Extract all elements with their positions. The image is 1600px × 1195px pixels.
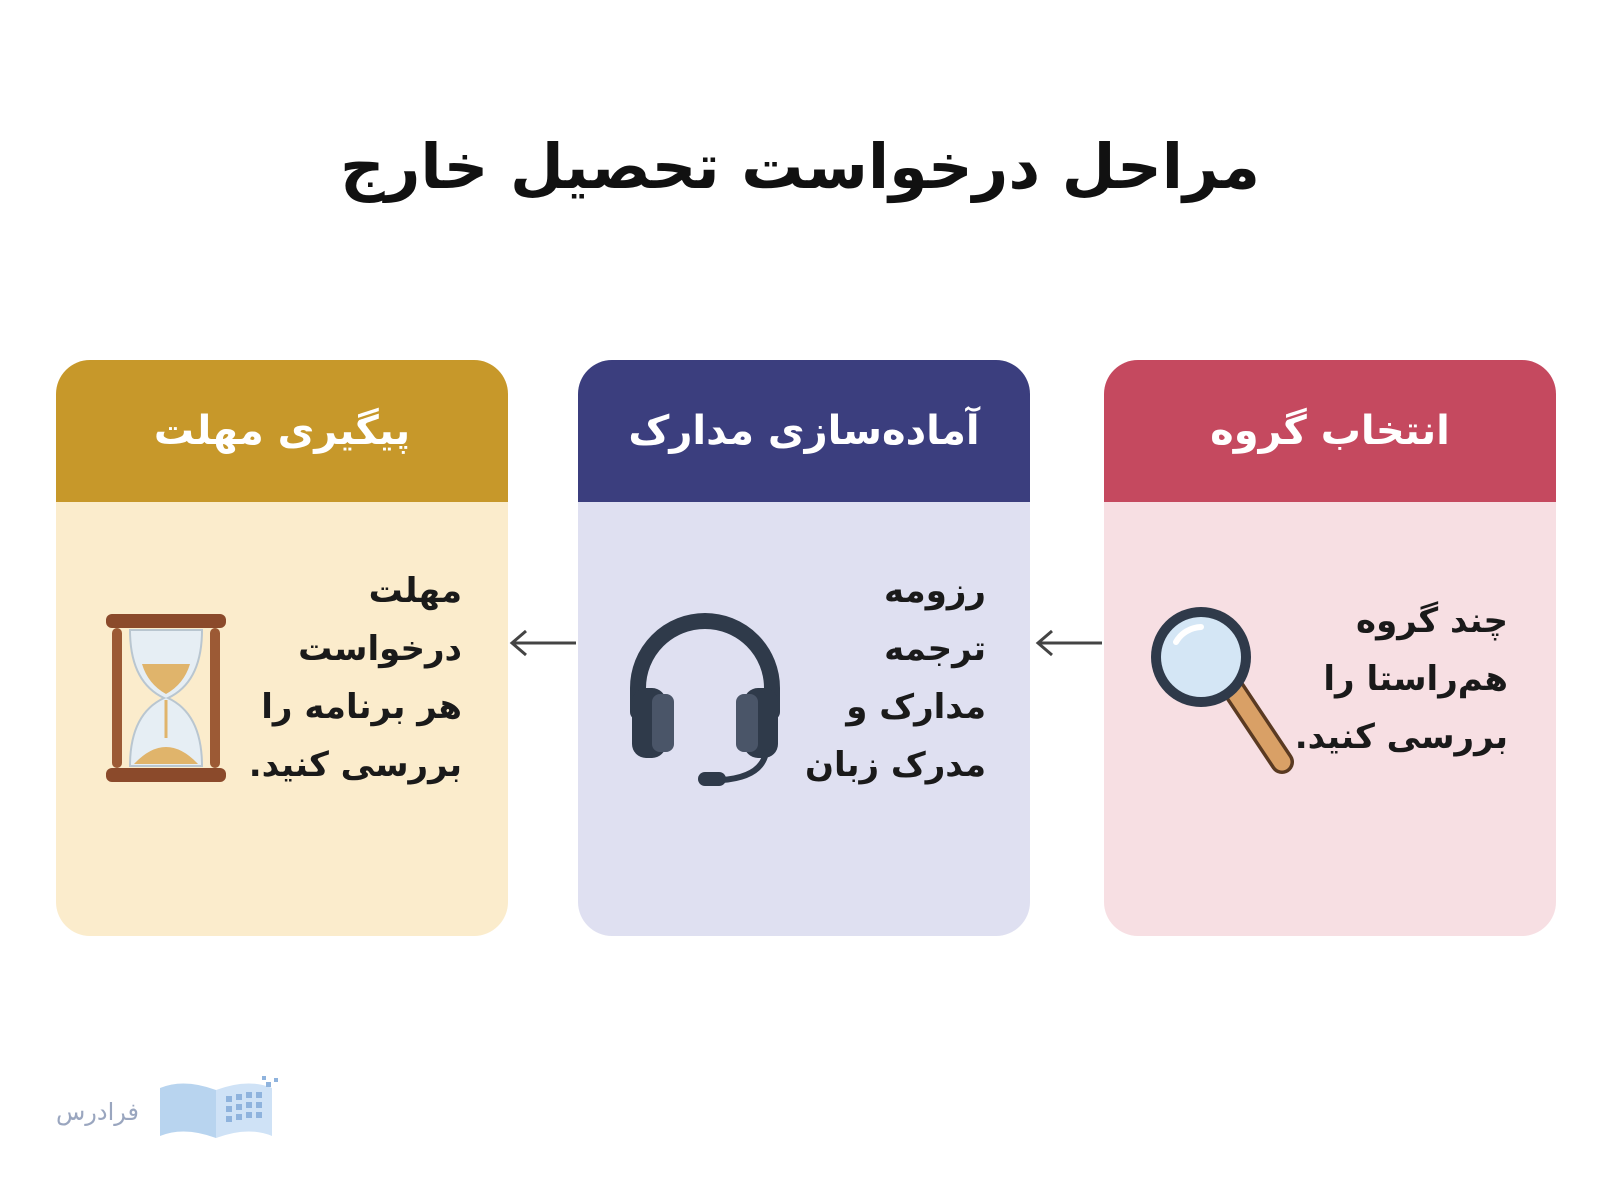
arrow-left-icon: [1035, 629, 1102, 657]
step-heading: پیگیری مهلت: [153, 408, 411, 454]
headset-icon: [630, 613, 780, 786]
arrow-left-icon: [509, 629, 576, 657]
step-text-line: هم‌راستا را: [1323, 659, 1508, 699]
step-text-line: چند گروه: [1356, 601, 1508, 641]
step-heading: انتخاب گروه: [1210, 408, 1450, 454]
step-card-select-group: انتخاب گروه چند گروه هم‌راستا را بررسی ک…: [1104, 360, 1556, 936]
step-text-line: بررسی کنید.: [248, 745, 462, 785]
step-description: مهلت درخواست هر برنامه را بررسی کنید.: [249, 562, 462, 794]
step-header-select-group: انتخاب گروه: [1104, 360, 1556, 502]
step-description: رزومه ترجمه مدارک و مدرک زبان: [805, 562, 986, 794]
step-header-track-deadline: پیگیری مهلت: [56, 360, 508, 502]
step-description: چند گروه هم‌راستا را بررسی کنید.: [1295, 592, 1508, 766]
step-text-line: هر برنامه را: [261, 687, 462, 727]
step-text-line: مدارک و: [846, 687, 986, 727]
brand-logo-text: فرادرس: [56, 1098, 139, 1126]
step-card-prepare-documents: آماده‌سازی مدارک رزومه ترجمه مدارک و مدر…: [578, 360, 1030, 936]
step-text-line: مهلت: [368, 571, 462, 611]
step-text-line: درخواست: [298, 629, 462, 669]
step-heading: آماده‌سازی مدارک: [628, 408, 980, 454]
step-body: مهلت درخواست هر برنامه را بررسی کنید.: [56, 502, 508, 936]
hourglass-icon: [106, 614, 226, 782]
step-text-line: بررسی کنید.: [1294, 717, 1508, 757]
step-text-line: ترجمه: [884, 629, 986, 669]
step-body: رزومه ترجمه مدارک و مدرک زبان: [578, 502, 1030, 936]
step-text-line: رزومه: [884, 571, 986, 611]
page-title: مراحل درخواست تحصیل خارج: [340, 130, 1260, 203]
magnifier-icon: [1151, 607, 1294, 774]
step-body: چند گروه هم‌راستا را بررسی کنید.: [1104, 502, 1556, 936]
step-card-track-deadline: پیگیری مهلت مهلت درخواست هر برنامه را بر…: [56, 360, 508, 936]
book-logo-icon: [160, 1076, 278, 1138]
step-text-line: مدرک زبان: [804, 745, 986, 785]
step-header-prepare-documents: آماده‌سازی مدارک: [578, 360, 1030, 502]
